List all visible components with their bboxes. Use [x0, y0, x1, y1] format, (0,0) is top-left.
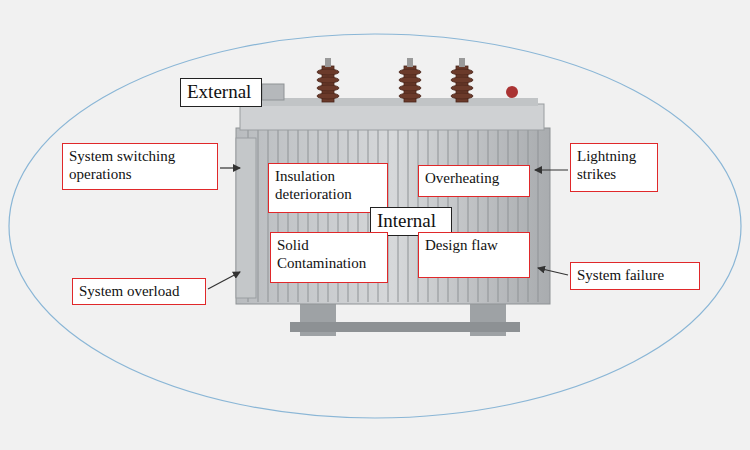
node-text: Design flaw: [425, 236, 523, 254]
cause-box: Overheating: [418, 165, 530, 197]
node-text: System failure: [577, 266, 693, 284]
transformer: [236, 58, 550, 336]
cause-box: System overload: [72, 278, 206, 305]
node-text: Lightning strikes: [577, 147, 651, 183]
region-label: External: [180, 78, 262, 107]
cause-box: System switching operations: [62, 143, 218, 190]
cause-box: Design flaw: [418, 232, 530, 278]
cause-box: Lightning strikes: [570, 143, 658, 192]
node-text: Overheating: [425, 169, 523, 187]
cause-box: Insulation deterioration: [268, 163, 388, 213]
external-boundary: [9, 34, 741, 418]
node-text: System overload: [79, 282, 199, 300]
cause-box: Solid Contamination: [270, 232, 388, 283]
node-text: Insulation deterioration: [275, 167, 381, 203]
node-text: Internal: [377, 210, 445, 233]
cause-box: System failure: [570, 262, 700, 290]
node-text: External: [187, 81, 255, 104]
node-text: Solid Contamination: [277, 236, 381, 272]
node-text: System switching operations: [69, 147, 211, 183]
